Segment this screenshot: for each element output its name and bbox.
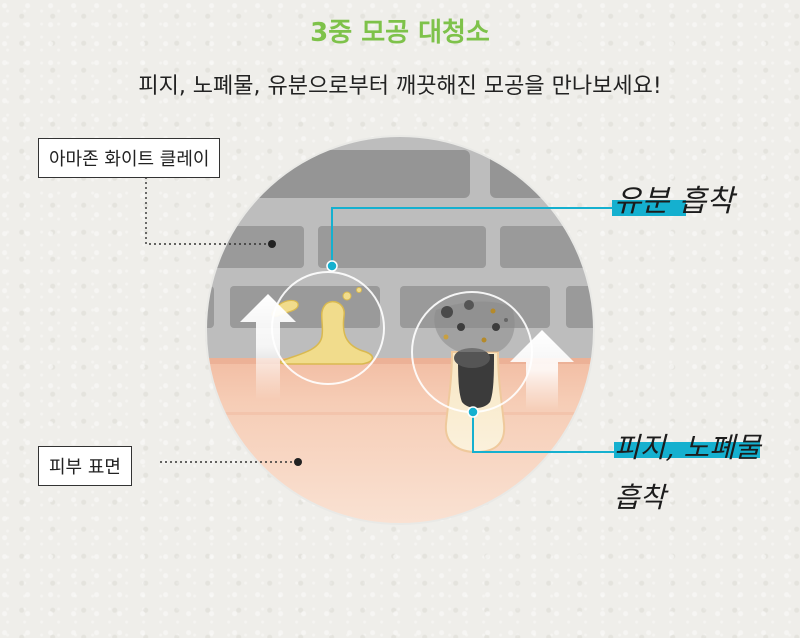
page-title: 3중 모공 대청소 — [310, 18, 490, 48]
oil-connector-line — [331, 207, 616, 266]
label-clay: 아마존 화이트 클레이 — [38, 138, 221, 178]
up-arrow-right — [510, 330, 574, 410]
page-subtitle: 피지, 노폐물, 유분으로부터 깨끗해진 모공을 만나보세요! — [138, 74, 662, 99]
oil-blob — [279, 300, 374, 365]
oil-highlight — [612, 200, 686, 216]
label-skin-surface: 피부 표면 — [38, 446, 132, 486]
sebum-connector-line — [472, 412, 616, 453]
callout-oil-absorb: 유분 흡착 — [614, 184, 734, 219]
callout-sebum-line1: 피지, 노폐물 — [614, 431, 761, 464]
clay-leader-line — [145, 172, 272, 245]
up-arrow-left — [240, 294, 296, 400]
callout-sebum-line2: 흡착 — [614, 481, 666, 514]
sebum-highlight — [614, 442, 760, 458]
